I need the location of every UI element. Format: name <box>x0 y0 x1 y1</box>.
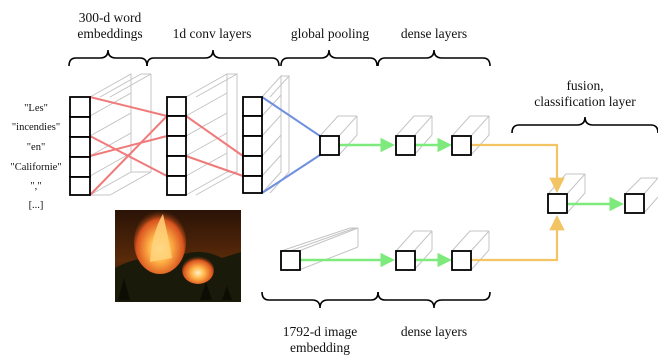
dense-bottom-unit-1 <box>395 250 416 271</box>
photo-flame-side <box>182 256 214 284</box>
conv-line-2 <box>89 135 168 157</box>
brace-dense-layers-top <box>377 49 491 67</box>
conv1-cell-1 <box>166 96 187 117</box>
pool-line-top <box>261 96 321 137</box>
label-fusion-2: classification layer <box>534 94 636 109</box>
classification-unit <box>624 193 645 214</box>
dense-top-unit-1 <box>395 135 416 156</box>
embedding-cell-2 <box>69 116 91 138</box>
conv-line-4 <box>89 115 168 196</box>
label-image-embedding-2: embedding <box>290 340 350 355</box>
pooling-unit <box>319 135 340 156</box>
brace-image-embedding <box>261 291 379 309</box>
image-embedding-unit <box>280 250 301 271</box>
brace-fusion <box>511 116 658 134</box>
conv2-cell-5 <box>242 175 263 194</box>
conv-line-5 <box>185 115 244 157</box>
braces <box>68 49 658 309</box>
embedding-cell-1 <box>69 96 91 118</box>
brace-dense-layers-bottom <box>377 291 491 309</box>
label-global-pooling: global pooling <box>291 26 370 41</box>
label-dense-layers-bottom: dense layers <box>401 324 467 339</box>
brace-word-embeddings <box>68 49 148 67</box>
label-dense-layers-top: dense layers <box>401 26 467 41</box>
dense-bottom-unit-2 <box>451 250 472 271</box>
conv2-cell-1 <box>242 96 263 117</box>
pooling-connections <box>261 96 321 194</box>
photo-trees <box>118 278 232 300</box>
prism-word-embeddings <box>89 73 152 196</box>
conv1-cell-3 <box>166 135 187 157</box>
prism-image-embedding <box>280 227 359 271</box>
brace-conv-layers <box>146 49 280 67</box>
embedding-cell-3 <box>69 136 91 158</box>
input-tokens: "Les" "incendies" "en" "Californie" "," … <box>10 103 61 211</box>
conv1-cell-5 <box>166 175 187 196</box>
conv2-cell-3 <box>242 135 263 157</box>
embedding-cell-5 <box>69 176 91 196</box>
pool-line-bottom <box>261 154 321 194</box>
token-3: "en" <box>27 142 45 153</box>
fusion-arrows <box>471 143 565 262</box>
arrow-image-to-fusion <box>471 214 565 262</box>
label-image-embedding-1: 1792-d image <box>283 324 358 339</box>
label-fusion-1: fusion, <box>566 78 603 93</box>
conv1-cell-2 <box>166 115 187 137</box>
token-2: "incendies" <box>12 122 60 133</box>
photo-flame-streak <box>150 214 172 262</box>
arrow-text-to-fusion <box>471 143 565 194</box>
token-6: [...] <box>29 200 44 211</box>
conv2-cell-4 <box>242 155 263 177</box>
conv-line-1 <box>89 96 168 117</box>
conv-line-6 <box>185 155 244 177</box>
prism-conv-2 <box>261 74 290 194</box>
brace-global-pooling <box>280 49 378 67</box>
unit-boxes <box>69 96 645 271</box>
wildfire-photo <box>115 210 241 302</box>
dense-arrows <box>300 137 624 268</box>
conv1-cell-4 <box>166 155 187 177</box>
label-word-embeddings-2: embeddings <box>77 26 142 41</box>
prism-classification <box>624 177 658 214</box>
token-1: "Les" <box>24 103 48 114</box>
embedding-cell-4 <box>69 156 91 178</box>
label-word-embeddings-1: 300-d word <box>79 10 142 25</box>
label-conv-layers: 1d conv layers <box>173 26 252 41</box>
fusion-unit <box>547 193 568 214</box>
token-5: "," <box>30 181 41 192</box>
token-4: "Californie" <box>10 162 61 173</box>
dense-top-unit-2 <box>451 135 472 156</box>
conv2-cell-2 <box>242 115 263 137</box>
